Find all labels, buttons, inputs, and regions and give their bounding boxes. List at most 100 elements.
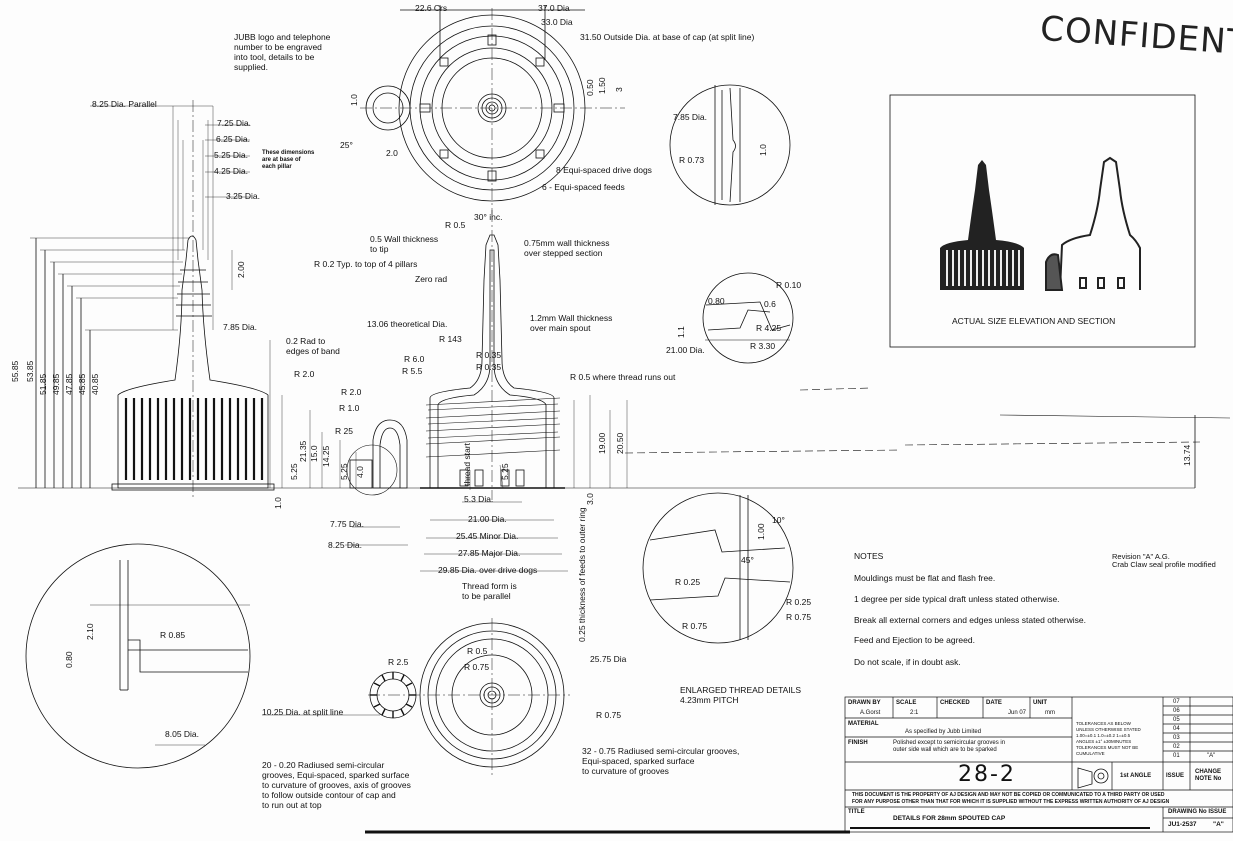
- label-p20: 2.0: [386, 148, 398, 158]
- height-label: 49.85: [51, 373, 61, 395]
- tb-drawn-by: A.Gorst: [860, 710, 881, 716]
- label-a25: 25°: [340, 140, 353, 150]
- pillar-note: These dimensions are at base of each pil…: [262, 150, 315, 170]
- jubb-note: JUBB logo and telephone number to be eng…: [234, 32, 331, 72]
- label-wall05: 0.5 Wall thickness to tip: [370, 234, 439, 254]
- label-c-d805: 8.05 Dia.: [165, 729, 200, 739]
- revision-note: Revision "A" A.G. Crab Claw seal profile…: [1112, 552, 1216, 569]
- tb-issue: "A": [1213, 821, 1224, 828]
- label-d725: 7.25 Dia.: [217, 118, 252, 128]
- elevation-view: [30, 100, 283, 500]
- tb-drawing-no-label: DRAWING No ISSUE: [1168, 809, 1227, 815]
- note-item: Feed and Ejection to be agreed.: [854, 635, 975, 645]
- label-c-r085: R 0.85: [160, 630, 186, 640]
- label-c-v080: 0.80: [64, 651, 74, 668]
- label-p050: 0.50: [585, 79, 595, 96]
- note-item: Mouldings must be flat and flash free.: [854, 573, 996, 583]
- feeds-thickness-note: 0.25 thickness of feeds to outer ring: [577, 507, 587, 642]
- section-view: [309, 210, 628, 572]
- label-v2050: 20.50: [615, 432, 625, 454]
- label-b-r010: R 0.10: [776, 280, 802, 290]
- tb-material-label: MATERIAL: [848, 721, 879, 727]
- label-r05thread: R 0.5 where thread runs out: [570, 372, 676, 382]
- tb-scale-label: SCALE: [896, 700, 917, 706]
- photo-cap-elevation: [940, 160, 1024, 290]
- thread-form-note: Thread form is to be parallel: [462, 581, 517, 601]
- label-b-d21: 21.00 Dia.: [666, 345, 705, 355]
- label-d-r075: R 0.75: [682, 621, 708, 631]
- label-wall075: 0.75mm wall thickness over stepped secti…: [524, 238, 610, 258]
- height-label: 51.85: [38, 373, 48, 395]
- label-d3150: 31.50 Outside Dia. at base of cap (at sp…: [580, 32, 755, 42]
- label-d825p: 8.25 Dia. Parallel: [92, 99, 157, 109]
- tb-scale: 2:1: [910, 710, 919, 716]
- label-d825: 8.25 Dia.: [328, 540, 363, 550]
- label-a-d785: 7.85 Dia.: [673, 112, 708, 122]
- label-d2985: 29.85 Dia. over drive dogs: [438, 565, 538, 575]
- label-thread-start: thread start: [462, 443, 472, 486]
- detail-c: [25, 543, 251, 769]
- note-item: Break all external corners and edges unl…: [854, 615, 1086, 625]
- label-b-v080: 0.80: [708, 296, 725, 306]
- label-d325: 3.25 Dia.: [226, 191, 261, 201]
- label-r143: R 143: [439, 334, 462, 344]
- height-label: 45.85: [77, 373, 87, 395]
- tb-legal: THIS DOCUMENT IS THE PROPERTY OF AJ DESI…: [852, 792, 1170, 805]
- first-angle-symbol: [1077, 767, 1109, 789]
- label-theo: 13.06 theoretical Dia.: [367, 319, 448, 329]
- tb-drawing-no: JU1-2537: [1168, 821, 1197, 828]
- tb-rev-row: 04: [1173, 726, 1180, 732]
- notes-heading: NOTES: [854, 551, 884, 561]
- label-d-a10: 10°: [772, 515, 785, 525]
- height-label: 40.85: [90, 373, 100, 395]
- label-sr05: R 0.5: [445, 220, 466, 230]
- tb-finish: Polished except to semicircular grooves …: [893, 740, 1006, 753]
- label-v40: 4.0: [355, 466, 365, 478]
- label-bp-d2575: 25.75 Dia: [590, 654, 627, 664]
- label-v1425: 14.25: [321, 445, 331, 467]
- note-item: Do not scale, if in doubt ask.: [854, 657, 961, 667]
- tb-change-label: CHANGE NOTE No: [1195, 769, 1222, 782]
- label-p150: 1.50: [597, 77, 607, 94]
- label-r035a: R 0.35: [476, 350, 502, 360]
- label-d775: 7.75 Dia.: [330, 519, 365, 529]
- label-d37: 37.0 Dia: [538, 3, 570, 13]
- label-d2785: 27.85 Major Dia.: [458, 548, 521, 558]
- label-r25: R 25: [335, 426, 353, 436]
- label-d525: 5.25 Dia.: [214, 150, 249, 160]
- label-v1374: 13.74: [1182, 444, 1192, 466]
- tb-rev-row: 07: [1173, 699, 1180, 705]
- label-b-v11: 1.1: [676, 326, 686, 338]
- label-c-v210: 2.10: [85, 623, 95, 640]
- label-r55: R 5.5: [402, 366, 423, 376]
- label-d53: 5.3 Dia.: [464, 494, 494, 504]
- tb-drawn-by-label: DRAWN BY: [848, 700, 881, 706]
- label-bp-r075b: R 0.75: [596, 710, 622, 720]
- tb-date: Jun 07: [1008, 710, 1027, 716]
- tb-unit: mm: [1045, 710, 1055, 716]
- label-d425: 4.25 Dia.: [214, 166, 249, 176]
- label-v525b: 5.25: [289, 463, 299, 480]
- label-d-v100: 1.00: [756, 523, 766, 540]
- detail-d: [642, 492, 794, 644]
- label-a-r073: R 0.73: [679, 155, 705, 165]
- label-wall12: 1.2mm Wall thickness over main spout: [530, 313, 613, 333]
- tb-rev-row: 01: [1173, 753, 1180, 759]
- title-block-lines: [844, 696, 1233, 833]
- label-d-r025: R 0.25: [675, 577, 701, 587]
- grooves-32-note: 32 - 0.75 Radiused semi-circular grooves…: [582, 746, 740, 776]
- thread-details-title: ENLARGED THREAD DETAILS 4.23mm PITCH: [680, 685, 802, 705]
- tb-checked-label: CHECKED: [940, 700, 970, 706]
- label-v525: 5.25: [339, 463, 349, 480]
- label-v10b: 1.0: [273, 497, 283, 509]
- label-b-r330: R 3.30: [750, 341, 776, 351]
- label-d-a45: 45°: [741, 555, 754, 565]
- label-d-r075b: R 0.75: [786, 612, 812, 622]
- tb-date-label: DATE: [986, 700, 1002, 706]
- label-feeds: 6 - Equi-spaced feeds: [542, 182, 625, 192]
- label-r60: R 6.0: [404, 354, 425, 364]
- detail-b: [702, 272, 794, 364]
- label-bp-r075: R 0.75: [464, 662, 490, 672]
